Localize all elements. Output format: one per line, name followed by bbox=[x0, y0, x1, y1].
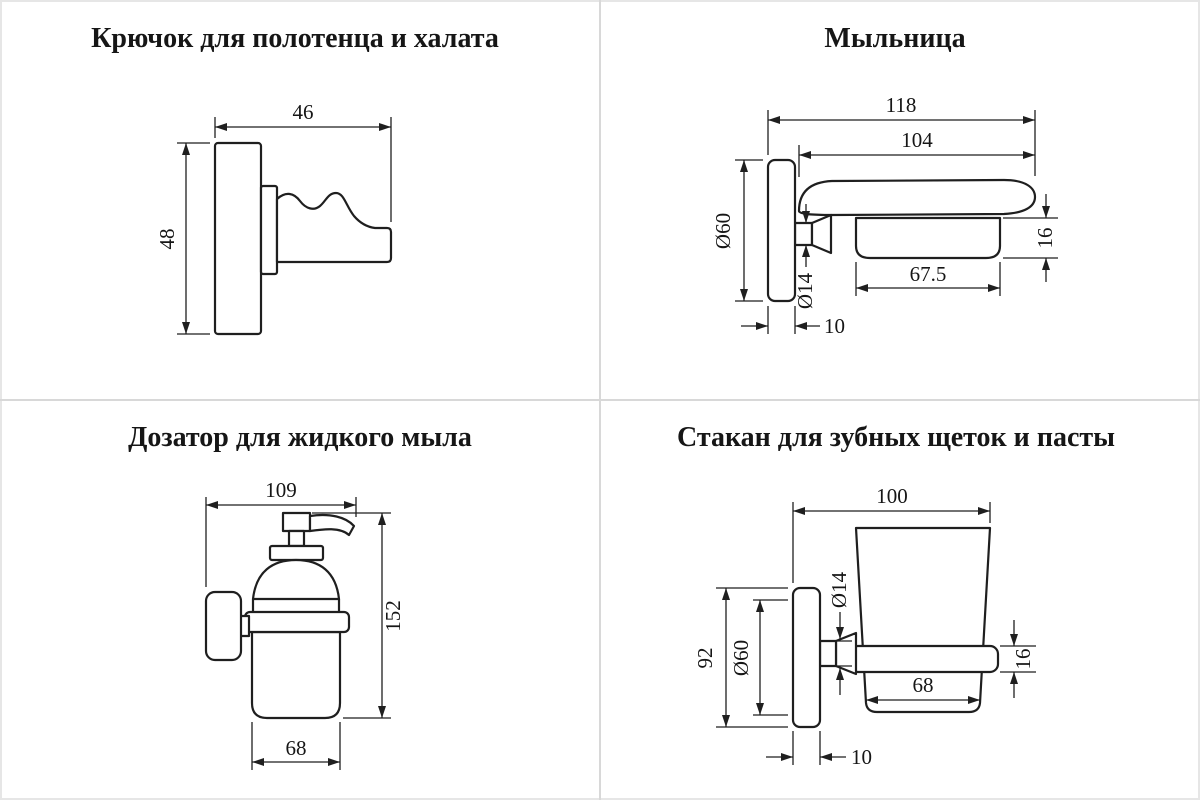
soap-wall-plate bbox=[766, 158, 797, 303]
soap-dish-glass bbox=[854, 216, 1002, 260]
bottle-body bbox=[250, 630, 342, 720]
dim-label: 68 bbox=[286, 736, 307, 760]
dim-cup-thickness: 10 bbox=[766, 731, 872, 769]
dim-label: Ø60 bbox=[729, 640, 753, 676]
dim-label: 16 bbox=[1033, 228, 1057, 249]
pump-collar bbox=[268, 544, 325, 562]
pump-head bbox=[281, 511, 312, 533]
dispenser-wall-plate bbox=[204, 590, 243, 662]
dim-label: 10 bbox=[851, 745, 872, 769]
bottle-shoulder bbox=[251, 558, 341, 601]
dim-label: 10 bbox=[824, 314, 845, 338]
dim-label: 68 bbox=[913, 673, 934, 697]
dim-label: 118 bbox=[886, 93, 917, 117]
dim-label: Ø14 bbox=[827, 571, 851, 608]
panel-soap-title: Мыльница bbox=[824, 23, 965, 54]
dim-cup-body: 68 bbox=[866, 673, 980, 704]
dim-soap-stem-diameter: Ø14 bbox=[793, 204, 817, 309]
dim-soap-plate-diameter: Ø60 bbox=[711, 159, 763, 302]
dim-label: 67.5 bbox=[910, 262, 947, 286]
soap-dish-holder bbox=[797, 178, 1037, 217]
dim-label: Ø60 bbox=[711, 213, 735, 249]
panel-hook: Крючок для полотенца и халата 46 48 bbox=[91, 23, 499, 336]
panel-hook-title: Крючок для полотенца и халата bbox=[91, 23, 499, 54]
dim-soap-overall: 118 bbox=[767, 93, 1036, 176]
cup-stem bbox=[818, 639, 838, 668]
panel-cup-title: Стакан для зубных щеток и пасты bbox=[677, 422, 1115, 453]
pump-stem bbox=[287, 529, 306, 548]
dim-soap-dish-width: 104 bbox=[798, 128, 1035, 177]
dim-cup-stem-diameter: Ø14 bbox=[822, 571, 852, 695]
dim-label: 48 bbox=[155, 229, 179, 250]
panel-cup: Стакан для зубных щеток и пасты 100 92 Ø… bbox=[677, 422, 1115, 769]
dim-dispenser-width: 109 bbox=[205, 478, 357, 587]
dim-cup-ring-height: 16 bbox=[1000, 620, 1036, 698]
dim-hook-height: 48 bbox=[155, 142, 210, 335]
dim-label: 16 bbox=[1011, 649, 1035, 670]
holder-ring bbox=[243, 610, 351, 634]
panel-dispenser-title: Дозатор для жидкого мыла bbox=[128, 422, 472, 453]
cup-holder-ring bbox=[848, 644, 1000, 674]
dim-label: 46 bbox=[293, 100, 314, 124]
soap-dish-stem bbox=[793, 221, 814, 247]
dim-label: 109 bbox=[265, 478, 297, 502]
dim-soap-glass-height: 16 bbox=[1003, 194, 1058, 282]
dim-label: 152 bbox=[381, 600, 405, 632]
dim-cup-plate-diameter: Ø60 bbox=[729, 599, 788, 716]
hook-drawing bbox=[213, 141, 393, 336]
dim-label: 92 bbox=[693, 648, 717, 669]
pump-spout bbox=[308, 513, 356, 537]
dim-dispenser-body: 68 bbox=[251, 722, 341, 770]
cup-drawing bbox=[791, 526, 1000, 729]
soap-dish-drawing bbox=[766, 158, 1037, 303]
cup-cone bbox=[834, 631, 858, 676]
dim-cup-height: 92 bbox=[693, 587, 788, 728]
dim-label: Ø14 bbox=[793, 272, 817, 309]
hook-base bbox=[259, 184, 279, 276]
dim-hook-width: 46 bbox=[214, 100, 392, 222]
hook-wall-plate bbox=[213, 141, 263, 336]
dim-soap-thickness: 10 bbox=[741, 306, 845, 338]
dim-soap-glass-width: 67.5 bbox=[855, 262, 1001, 296]
dim-dispenser-height: 152 bbox=[312, 512, 405, 719]
soap-dish-cone bbox=[810, 213, 833, 255]
hook-arm bbox=[275, 191, 393, 264]
panel-soap-dish: Мыльница 118 104 Ø60 bbox=[711, 23, 1058, 338]
dispenser-drawing bbox=[204, 511, 356, 720]
dim-cup-width: 100 bbox=[792, 484, 991, 583]
panel-dispenser: Дозатор для жидкого мыла 109 152 bbox=[128, 422, 472, 770]
dim-label: 100 bbox=[876, 484, 908, 508]
dim-label: 104 bbox=[901, 128, 933, 152]
cup-wall-plate bbox=[791, 586, 822, 729]
